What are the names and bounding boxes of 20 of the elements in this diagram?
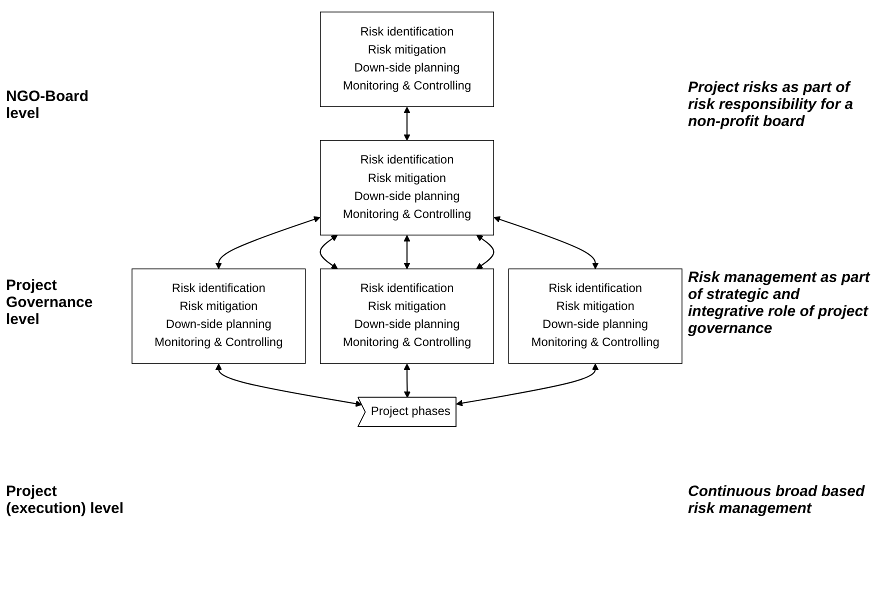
arrow bbox=[320, 234, 338, 270]
arrow bbox=[215, 216, 320, 270]
arrow bbox=[404, 106, 410, 141]
arrow bbox=[476, 234, 494, 270]
node-box: Risk identification Risk mitigation Down-side planning Monitoring & Controlling bbox=[320, 268, 494, 364]
arrow bbox=[456, 364, 599, 406]
note-text: Risk management as part of strategic and integrative role of project governance bbox=[688, 268, 872, 336]
level-label: Project Governance level bbox=[6, 277, 94, 328]
note-text: Continuous broad based risk management bbox=[688, 483, 866, 518]
node-box: Risk identification Risk mitigation Down-side planning Monitoring & Controlling bbox=[320, 140, 494, 236]
note-text: Project risks as part of risk responsibility for a non-profit board bbox=[688, 79, 854, 130]
arrow bbox=[404, 364, 411, 398]
level-label: NGO-Board level bbox=[6, 88, 90, 122]
arrow bbox=[494, 216, 599, 270]
node-box: Risk identification Risk mitigation Down-side planning Monitoring & Controlling bbox=[508, 268, 682, 364]
node-box: Risk identification Risk mitigation Down-side planning Monitoring & Controlling bbox=[320, 12, 494, 108]
node-box: Risk identification Risk mitigation Down-side planning Monitoring & Controlling bbox=[132, 268, 306, 364]
arrow bbox=[404, 235, 410, 270]
level-label: Project (execution) level bbox=[6, 483, 125, 518]
arrow bbox=[215, 364, 362, 407]
